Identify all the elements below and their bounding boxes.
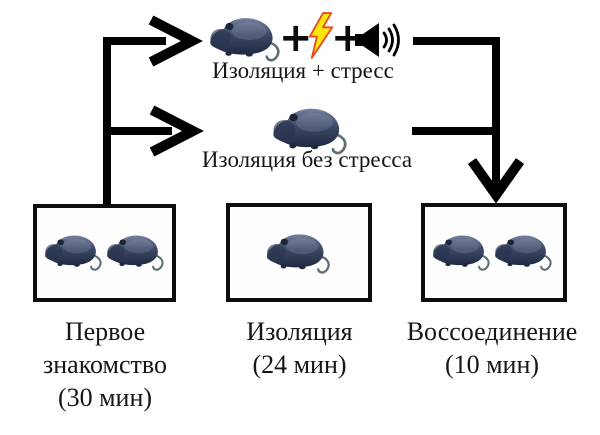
vole-icon: [106, 234, 164, 271]
first-meeting-label: Первое знакомство (30 мин): [19, 315, 191, 414]
label-line: (24 мин): [252, 350, 347, 379]
lightning-icon: [308, 12, 334, 59]
arrowhead-to-stress: [148, 15, 203, 67]
return-line-right: [413, 37, 500, 192]
vole-icon: [44, 234, 102, 271]
label-line: знакомство: [43, 350, 167, 379]
label-line: Воссоединение: [406, 317, 578, 346]
label-line: Изоляция: [246, 317, 353, 346]
vole-icon: [494, 234, 552, 271]
arrowhead-to-reunion: [467, 158, 525, 204]
stress-branch-label: Изоляция + стресс: [212, 58, 394, 83]
label-line: Первое: [64, 317, 146, 346]
branch-line-left: [103, 37, 166, 204]
vole-icon: [208, 16, 280, 62]
reunion-label: Воссоединение (10 мин): [392, 315, 592, 381]
speaker-icon: [355, 23, 400, 57]
arrowhead-to-no-stress: [149, 105, 204, 157]
isolation-label: Изоляция (24 мин): [212, 315, 387, 381]
label-line: (10 мин): [444, 350, 540, 379]
plus-icon: +: [279, 15, 313, 61]
no-stress-branch-label: Изоляция без стресса: [201, 147, 413, 172]
vole-icon: [265, 233, 330, 274]
vole-icon: [432, 234, 490, 271]
label-line: (30 мин): [57, 383, 153, 412]
